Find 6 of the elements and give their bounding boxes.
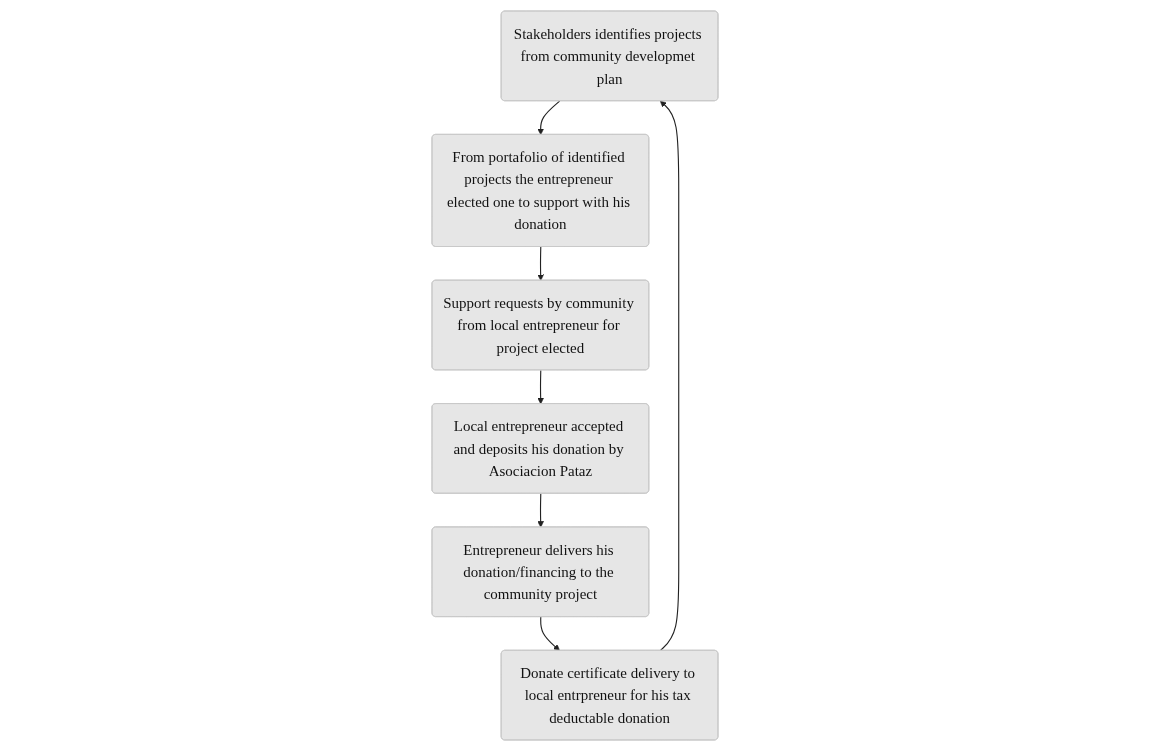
arrow	[537, 100, 561, 136]
arrow	[659, 100, 680, 652]
arrow	[537, 246, 544, 281]
arrow	[540, 616, 560, 651]
arrow	[537, 493, 544, 528]
arrow	[537, 369, 544, 405]
